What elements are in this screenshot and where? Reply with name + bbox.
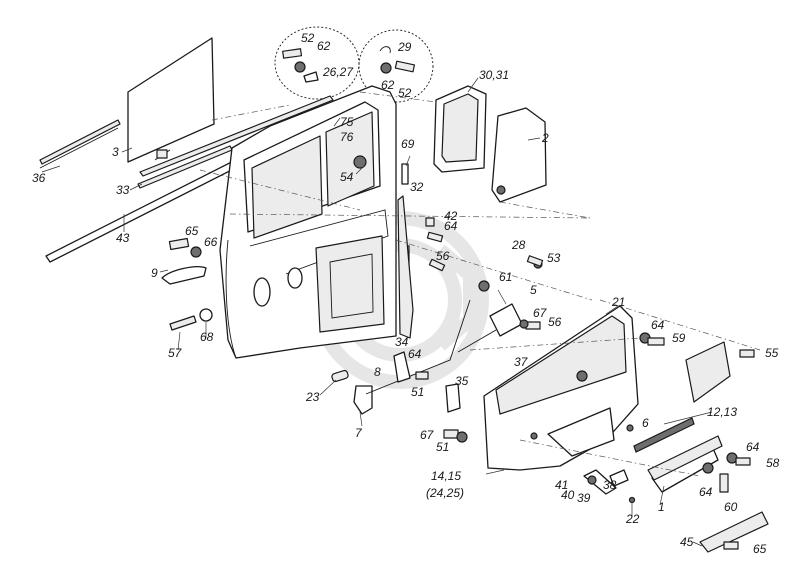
detail-circle-left	[274, 26, 360, 100]
callout-3: 3	[112, 145, 119, 159]
callout-60: 60	[724, 500, 738, 514]
callout-67-lower: 67	[420, 428, 435, 442]
callout-56-center: 56	[436, 249, 450, 263]
callout-51-upper: 51	[411, 385, 424, 399]
callout-8: 8	[374, 365, 381, 379]
hinges-left	[161, 237, 349, 383]
callout-39: 39	[577, 491, 591, 505]
detail-circle-right	[358, 29, 434, 103]
callout-38: 38	[603, 478, 617, 492]
callout-28: 28	[511, 238, 526, 252]
callout-69: 69	[401, 137, 415, 151]
callout-7: 7	[355, 426, 363, 440]
callout-26-27: 26,27	[322, 65, 354, 79]
callout-35: 35	[455, 374, 469, 388]
callout-56-right: 56	[548, 315, 562, 329]
callout-24-25: (24,25)	[426, 486, 464, 500]
callout-9: 9	[151, 266, 158, 280]
lock-mechanisms	[353, 217, 523, 415]
callout-57: 57	[168, 346, 183, 360]
callout-5: 5	[530, 283, 537, 297]
callout-65-bottom: 65	[753, 542, 767, 556]
fasteners-right	[415, 255, 755, 550]
callout-22: 22	[625, 512, 640, 526]
callout-21: 21	[611, 295, 625, 309]
callout-labels: 36 3 33 43 52 62 26,27 29 62 52 30,31 2 …	[32, 31, 780, 556]
callout-59: 59	[672, 331, 686, 345]
guide-rails	[397, 163, 414, 339]
callout-52-upper-left: 52	[301, 31, 315, 45]
callout-43: 43	[116, 231, 130, 245]
callout-14-15: 14,15	[431, 469, 461, 483]
callout-30-31: 30,31	[479, 68, 509, 82]
callout-6: 6	[642, 416, 649, 430]
callout-53: 53	[547, 251, 561, 265]
callout-1: 1	[658, 500, 665, 514]
callout-67-right: 67	[533, 306, 548, 320]
callout-55: 55	[765, 346, 779, 360]
callout-37: 37	[514, 355, 529, 369]
vent-window	[433, 85, 487, 173]
callout-64-far-right: 64	[746, 440, 760, 454]
callout-41: 41	[555, 478, 568, 492]
inner-trim-panel	[483, 305, 639, 471]
callout-52-upper-right: 52	[398, 86, 412, 100]
glass-panel	[127, 37, 215, 163]
callout-61: 61	[499, 270, 512, 284]
callout-76: 76	[340, 130, 354, 144]
callout-64-right: 64	[651, 318, 665, 332]
trim-panel-corner	[491, 107, 547, 203]
leader-lines	[41, 77, 713, 547]
callout-40: 40	[561, 488, 575, 502]
callout-23: 23	[305, 390, 320, 404]
callout-36: 36	[32, 171, 46, 185]
callout-64-lower: 64	[408, 347, 422, 361]
callout-64-bottom: 64	[699, 485, 713, 499]
callout-75: 75	[340, 115, 354, 129]
handle-parts	[583, 469, 629, 495]
callout-29: 29	[397, 40, 412, 54]
callout-65-left: 65	[185, 224, 199, 238]
callout-12-13: 12,13	[707, 405, 737, 419]
door-assembly	[219, 85, 397, 359]
callout-45: 45	[680, 535, 694, 549]
callout-68: 68	[200, 330, 214, 344]
callout-34: 34	[395, 335, 409, 349]
callout-33: 33	[116, 183, 130, 197]
callout-62-upper-right: 62	[381, 78, 395, 92]
assembly-lines	[199, 91, 761, 477]
callout-42: 42	[444, 209, 458, 223]
callout-51-lower: 51	[436, 440, 449, 454]
callout-64-center: 64	[444, 219, 458, 233]
callout-62-upper-left: 62	[317, 39, 331, 53]
callout-54: 54	[340, 170, 354, 184]
callout-58: 58	[766, 456, 780, 470]
callout-66: 66	[204, 235, 218, 249]
callout-32: 32	[410, 180, 424, 194]
callout-2: 2	[541, 131, 549, 145]
